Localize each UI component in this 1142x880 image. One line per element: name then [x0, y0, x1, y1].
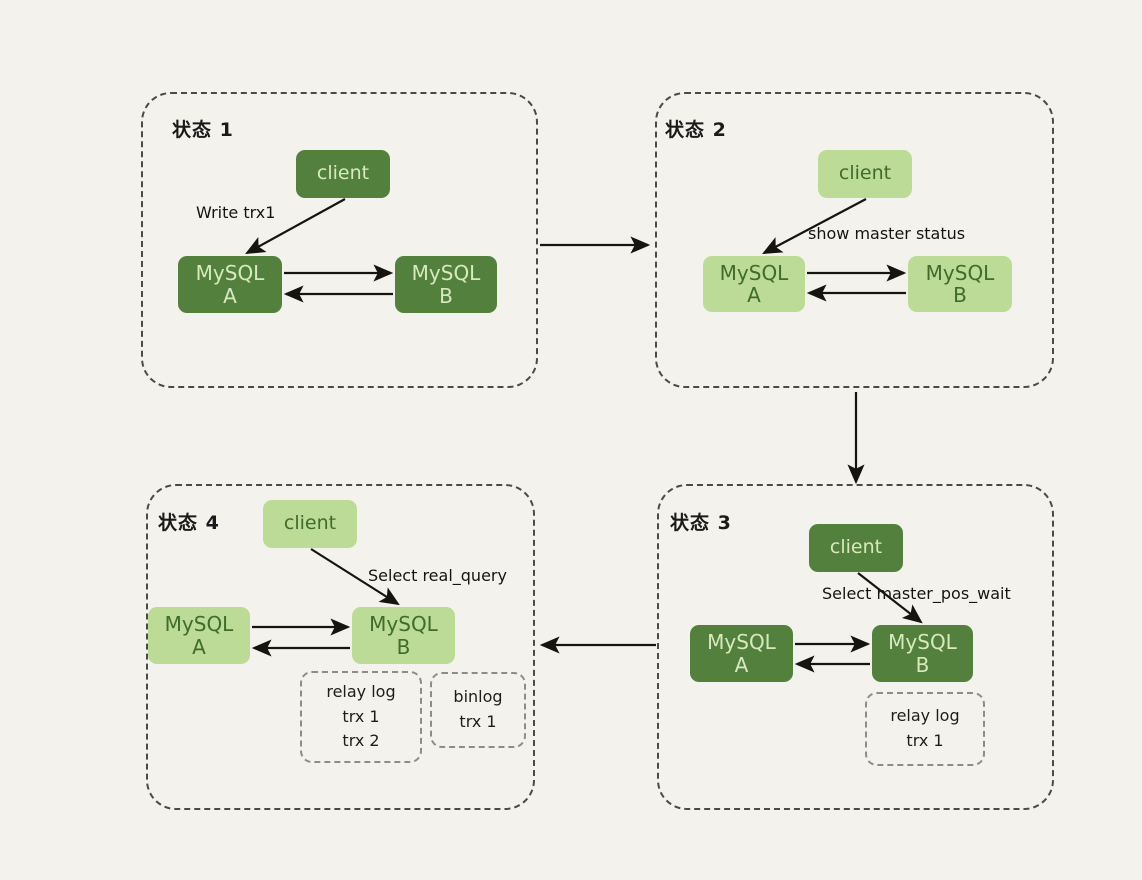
mysql-b-node-state-4[interactable]: MySQL B	[352, 607, 455, 664]
mysql-b-node-state-3[interactable]: MySQL B	[872, 625, 973, 682]
mysql-a-line2: A	[192, 634, 206, 659]
mysql-a-line2: A	[734, 652, 749, 677]
mysql-a-node-state-1[interactable]: MySQL A	[178, 256, 282, 313]
relay-log-box-state-3[interactable]: relay log trx 1	[865, 692, 985, 766]
relay-log-line-2: trx 1	[342, 706, 380, 726]
mysql-b-node-state-2[interactable]: MySQL B	[908, 256, 1012, 312]
relay-log-line-2: trx 1	[906, 731, 944, 750]
mysql-a-line1: MySQL	[719, 260, 789, 285]
mysql-b-line2: B	[439, 283, 453, 308]
client-node-state-3[interactable]: client	[809, 524, 903, 572]
client-node-state-1[interactable]: client	[296, 150, 390, 198]
mysql-b-line2: B	[915, 652, 930, 677]
mysql-a-node-state-2[interactable]: MySQL A	[703, 256, 805, 312]
mysql-b-line2: B	[953, 283, 967, 307]
mysql-b-line1: MySQL	[411, 261, 481, 286]
mysql-b-line1: MySQL	[369, 612, 438, 637]
command-label-state-1: Write trx1	[196, 203, 276, 222]
panel-title-state-2: 状态 2	[665, 119, 727, 141]
mysql-a-node-state-3[interactable]: MySQL A	[690, 625, 793, 682]
client-label: client	[283, 512, 337, 535]
binlog-box-state-4[interactable]: binlog trx 1	[430, 672, 526, 748]
mysql-b-line1: MySQL	[888, 630, 957, 655]
binlog-line-1: binlog	[453, 687, 503, 707]
binlog-line-2: trx 1	[459, 712, 497, 731]
panel-state-3[interactable]	[657, 484, 1054, 810]
mysql-a-line1: MySQL	[195, 261, 265, 286]
command-label-state-3: Select master_pos_wait	[822, 584, 1011, 603]
mysql-a-line2: A	[747, 283, 761, 307]
relay-log-line-3: trx 2	[342, 731, 380, 751]
mysql-a-line2: A	[223, 283, 237, 308]
client-label: client	[316, 162, 370, 185]
client-node-state-4[interactable]: client	[263, 500, 357, 548]
panel-title-state-4: 状态 4	[158, 512, 220, 534]
client-node-state-2[interactable]: client	[818, 150, 912, 198]
panel-state-4[interactable]	[146, 484, 535, 810]
relay-log-line-1: relay log	[326, 681, 396, 701]
mysql-a-line1: MySQL	[707, 630, 776, 655]
command-label-state-2: show master status	[808, 224, 966, 243]
relay-log-box-state-4[interactable]: relay log trx 1 trx 2	[300, 671, 422, 763]
relay-log-line-1: relay log	[890, 706, 960, 726]
panel-title-state-3: 状态 3	[670, 512, 732, 534]
client-label: client	[838, 162, 892, 185]
mysql-a-node-state-4[interactable]: MySQL A	[148, 607, 250, 664]
panel-title-state-1: 状态 1	[172, 119, 234, 141]
mysql-b-node-state-1[interactable]: MySQL B	[395, 256, 497, 313]
mysql-b-line2: B	[396, 634, 411, 659]
client-label: client	[829, 536, 883, 559]
command-label-state-4: Select real_query	[368, 566, 507, 585]
mysql-a-line1: MySQL	[164, 612, 234, 637]
panel-state-1[interactable]	[141, 92, 538, 388]
panel-state-2[interactable]	[655, 92, 1054, 388]
mysql-b-line1: MySQL	[925, 260, 995, 285]
